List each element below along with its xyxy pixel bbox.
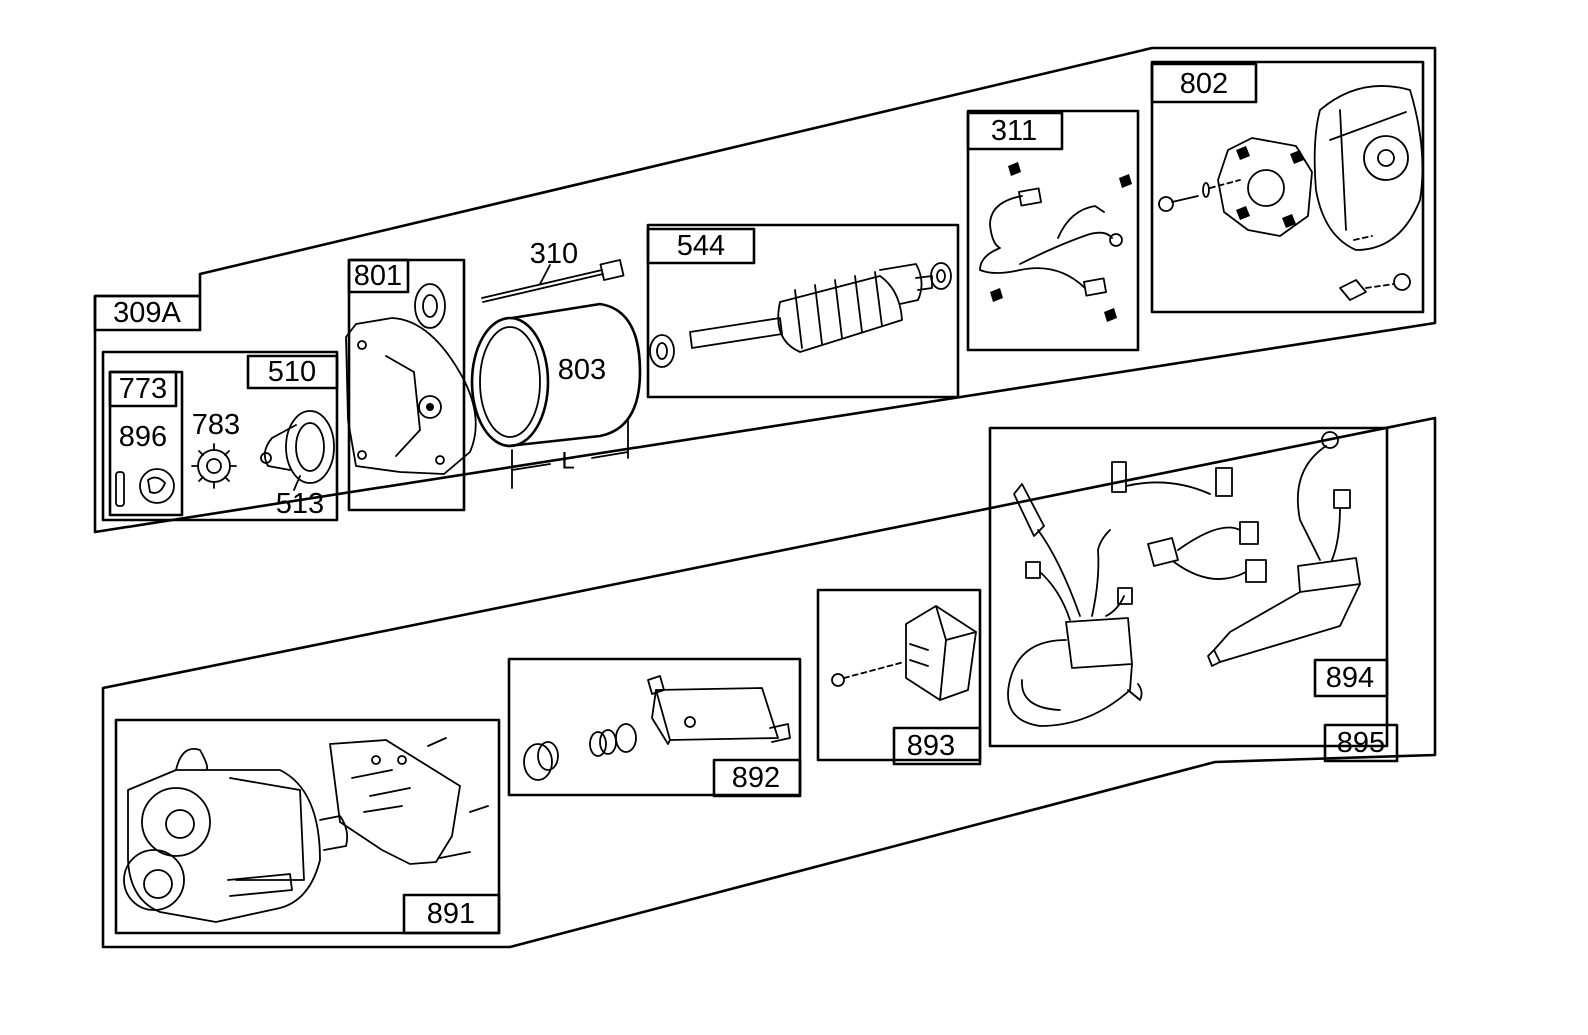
part-513-drive-housing xyxy=(260,410,335,491)
part-893-rectifier-group: 893 xyxy=(816,588,982,766)
label-box-311 xyxy=(966,111,1064,151)
label-box-510 xyxy=(246,354,339,390)
part-894-box xyxy=(988,426,1389,748)
part-801-washer xyxy=(414,283,446,329)
part-892-box xyxy=(507,657,802,797)
bottom-assembly-outline xyxy=(101,416,1437,949)
part-510-drive-group: 510 773 896 783 513 xyxy=(101,350,339,522)
part-802-end-head-group: 802 xyxy=(1150,60,1425,314)
part-label-510: 510 xyxy=(268,356,316,388)
label-box-893 xyxy=(892,726,982,766)
part-label-801: 801 xyxy=(354,260,402,292)
part-802-brush-holder xyxy=(1217,137,1313,237)
label-box-801 xyxy=(347,258,410,294)
part-311-brush-set-group: 311 xyxy=(966,109,1140,352)
part-802-terminal-nut xyxy=(1339,235,1411,301)
label-box-894 xyxy=(1313,658,1389,698)
label-box-309a xyxy=(93,294,202,332)
part-310-through-bolt: 310 xyxy=(481,238,625,303)
label-box-892 xyxy=(712,758,802,798)
part-893-box xyxy=(816,588,982,762)
part-label-896: 896 xyxy=(119,421,167,453)
part-544-washer-right xyxy=(930,262,952,290)
part-896-retainer xyxy=(139,468,175,504)
part-891-box xyxy=(114,718,501,935)
dimension-label-l: L xyxy=(561,448,574,475)
part-label-894: 894 xyxy=(1326,662,1374,694)
part-891-housing xyxy=(123,748,349,923)
part-label-310: 310 xyxy=(530,238,578,270)
part-801-end-cap-group: 801 xyxy=(345,258,477,512)
part-label-544: 544 xyxy=(677,230,725,262)
part-891-housing-group: 891 xyxy=(114,718,501,935)
part-895-left-harness xyxy=(1007,483,1143,727)
part-802-box xyxy=(1150,60,1425,314)
label-box-891 xyxy=(402,893,501,935)
part-label-311: 311 xyxy=(991,115,1037,147)
part-label-892: 892 xyxy=(732,762,780,794)
label-box-802 xyxy=(1150,62,1258,104)
part-label-773: 773 xyxy=(119,373,167,405)
part-311-brushes xyxy=(979,162,1132,322)
part-label-893: 893 xyxy=(907,730,955,762)
part-label-783: 783 xyxy=(192,409,240,441)
part-label-891: 891 xyxy=(427,898,475,930)
label-box-773 xyxy=(108,370,178,408)
part-803-motor-housing: 803 L xyxy=(470,302,642,489)
part-893-rectifier xyxy=(831,605,977,701)
part-label-895: 895 xyxy=(1337,727,1385,759)
part-892-switch-group: 892 xyxy=(507,657,802,798)
label-box-544 xyxy=(646,227,756,265)
bottom-assembly-group xyxy=(101,416,1437,949)
part-label-803: 803 xyxy=(558,354,606,386)
part-801-end-cap-body xyxy=(345,317,477,475)
part-802-screw xyxy=(1158,179,1241,212)
part-891-solenoid-plate xyxy=(329,737,489,865)
label-box-895 xyxy=(1323,723,1399,763)
part-311-box xyxy=(966,109,1140,352)
part-895-harness-group: 894 895 xyxy=(988,426,1399,763)
part-896-clip xyxy=(115,471,125,507)
part-544-box xyxy=(646,223,960,399)
part-544-armature-group: 544 xyxy=(646,223,960,399)
part-544-armature xyxy=(689,263,933,353)
part-892-knob xyxy=(523,741,559,781)
assembly-309a-outline xyxy=(93,46,1437,534)
part-892-spring xyxy=(589,723,637,757)
part-label-309a: 309A xyxy=(113,297,181,329)
assembly-309a-group: 309A xyxy=(93,46,1437,534)
part-510-box xyxy=(101,350,339,522)
part-544-washer-left xyxy=(649,334,675,368)
part-783-pinion-gear xyxy=(191,443,237,489)
part-label-513: 513 xyxy=(276,488,324,520)
part-892-switch-body xyxy=(647,675,791,745)
part-896-retainer-detail xyxy=(147,476,166,494)
part-894-right-harness xyxy=(1207,431,1361,667)
part-895-connector-harness xyxy=(1111,461,1267,583)
part-label-802: 802 xyxy=(1180,68,1228,100)
part-802-end-head xyxy=(1313,85,1424,251)
